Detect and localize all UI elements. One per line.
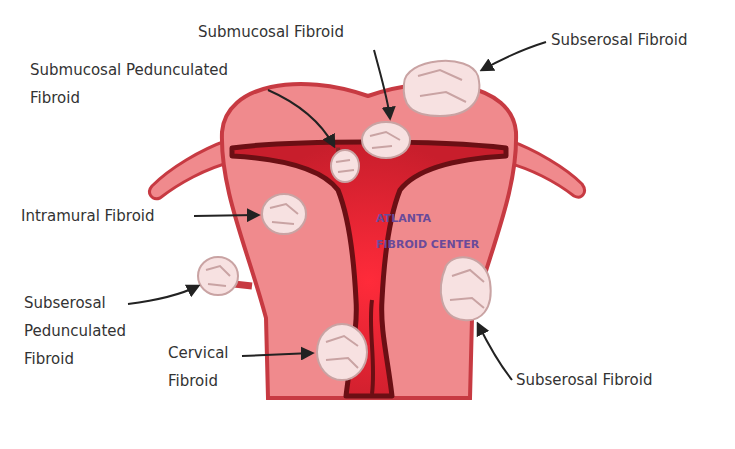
- fibroid-label: Subserosal Fibroid: [516, 366, 652, 394]
- fibroid-label: Cervical Fibroid: [168, 339, 256, 395]
- fibroid-label: Intramural Fibroid: [21, 202, 155, 230]
- watermark: FIBROID CENTER: [376, 238, 479, 251]
- fibroid-label: Submucosal Fibroid: [198, 18, 344, 46]
- fibroids: [198, 61, 491, 380]
- fibroid-label: Subserosal Fibroid: [551, 26, 687, 54]
- fibroid-label: Subserosal Pedunculated Fibroid: [24, 289, 146, 373]
- fibroid-label: Submucosal Pedunculated Fibroid: [30, 56, 262, 112]
- leader-arrows: [128, 42, 546, 380]
- fallopian-tube: [150, 140, 232, 199]
- cervical-canal: [371, 300, 373, 394]
- watermark: ATLANTA: [376, 212, 431, 225]
- uterus-body: [222, 84, 516, 398]
- uterine-cavity: [232, 142, 506, 396]
